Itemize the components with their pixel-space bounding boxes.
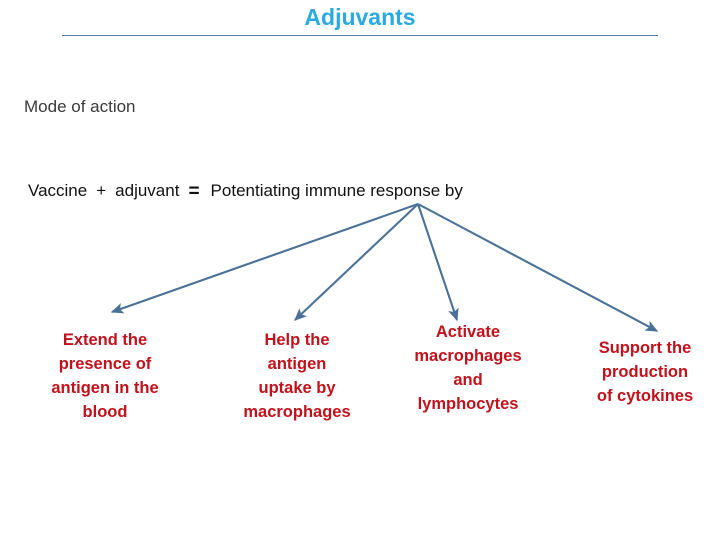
equals-operator-icon: = — [188, 181, 200, 202]
outcome-line: uptake by — [258, 379, 336, 397]
outcome-block-activate-cells: Activate macrophages and lymphocytes — [382, 320, 554, 416]
outcome-block-support-cytokines: Support the production of cytokines — [570, 336, 720, 408]
outcome-block-extend-presence: Extend the presence of antigen in the bl… — [14, 328, 196, 424]
arrow-to-help-uptake — [294, 203, 419, 321]
outcome-line: Activate — [435, 323, 501, 341]
section-label-mode-of-action: Mode of action — [24, 97, 136, 116]
outcome-line: of cytokines — [596, 387, 694, 405]
outcome-line: Help the — [264, 331, 330, 349]
title-divider — [62, 35, 658, 36]
outcome-block-help-uptake: Help the antigen uptake by macrophages — [218, 328, 376, 424]
arrow-to-activate-cells — [417, 203, 459, 322]
outcome-line: macrophages — [243, 403, 351, 421]
outcome-line: lymphocytes — [417, 395, 519, 413]
plus-operator-icon: + — [96, 181, 107, 200]
arrow-to-extend-presence — [110, 203, 419, 314]
arrow-to-support-cytokines — [417, 203, 659, 332]
outcome-line: macrophages — [414, 347, 522, 365]
equation-row: Vaccine + adjuvant = Potentiating immune res… — [28, 180, 463, 202]
outcome-line: Support the — [598, 339, 692, 357]
outcome-line: production — [601, 363, 689, 381]
equation-left-term: Vaccine — [28, 181, 88, 200]
outcome-line: antigen in the — [51, 379, 159, 397]
outcome-line: antigen — [267, 355, 327, 373]
equation-right-term: adjuvant — [115, 181, 180, 200]
outcome-line: Extend the — [62, 331, 148, 349]
page-title: Adjuvants — [304, 4, 416, 30]
equation-result: Potentiating immune response by — [210, 181, 463, 200]
outcome-line: blood — [82, 403, 128, 421]
outcome-line: and — [453, 371, 483, 389]
outcome-line: presence of — [58, 355, 152, 373]
